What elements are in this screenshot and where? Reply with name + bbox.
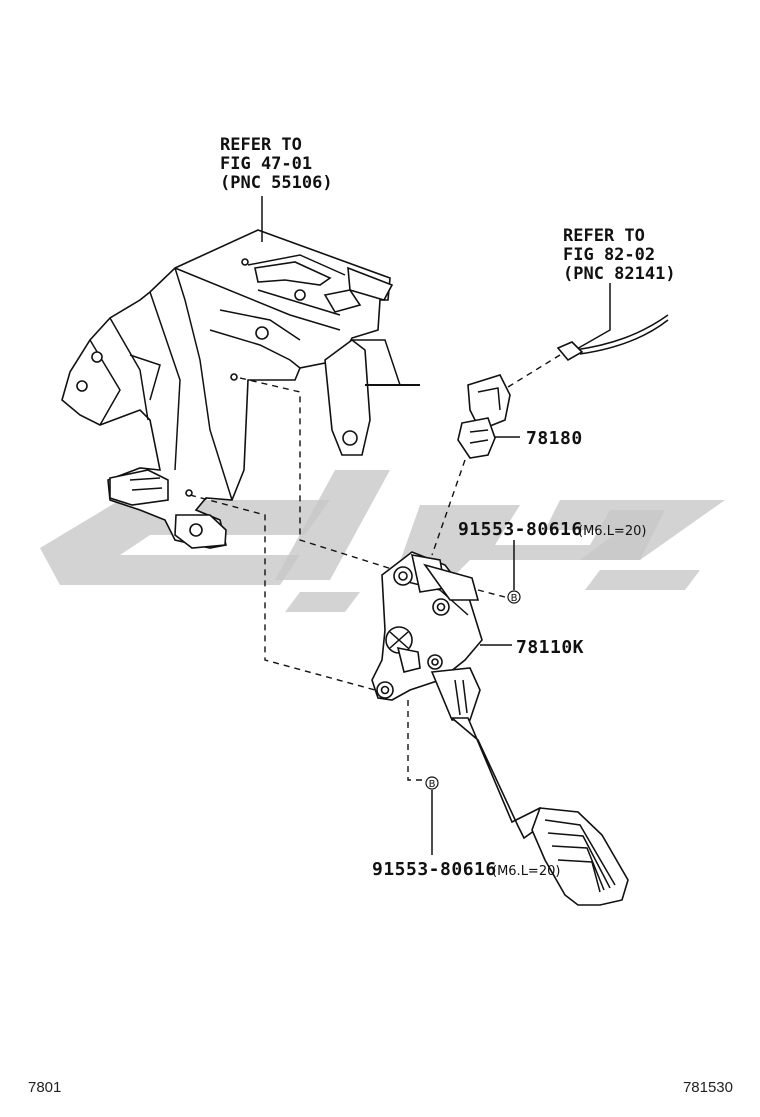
accelerator-pedal-arm xyxy=(449,717,629,906)
dashed-mounting-lines xyxy=(189,377,506,781)
part-number-78110K: 78110K xyxy=(516,637,584,658)
refer-right-line1: REFER TO xyxy=(563,226,645,246)
pedal-assembly-78110K xyxy=(371,551,483,721)
bolt-upper-number: 91553-80616 xyxy=(458,519,583,540)
refer-left-line2: FIG 47-01 xyxy=(220,154,312,174)
bolt-marker-lower: B xyxy=(425,776,439,790)
dashed-connector-link xyxy=(431,459,466,556)
dashed-harness-link xyxy=(494,354,561,396)
bolt-lower-number: 91553-80616 xyxy=(372,859,497,880)
bolt-marker-lower-label: B xyxy=(429,779,436,790)
refer-left-line3: (PNC 55106) xyxy=(220,173,333,193)
connector-78180 xyxy=(457,374,511,459)
part-number-78180: 78180 xyxy=(526,428,583,449)
footer-right-code: 781530 xyxy=(683,1079,733,1096)
bolt-upper-spec: (M6.L=20) xyxy=(578,524,646,539)
refer-left-line1: REFER TO xyxy=(220,135,302,155)
footer-left-code: 7801 xyxy=(28,1079,61,1096)
bolt-marker-upper: B xyxy=(507,590,521,604)
bolt-lower-spec: (M6.L=20) xyxy=(492,864,560,879)
refer-right-line3: (PNC 82141) xyxy=(563,264,676,284)
refer-right-line2: FIG 82-02 xyxy=(563,245,655,265)
pedal-bracket xyxy=(61,229,420,549)
watermark-logo xyxy=(40,470,725,612)
bolt-marker-upper-label: B xyxy=(511,593,518,604)
wire-harness xyxy=(556,283,669,362)
